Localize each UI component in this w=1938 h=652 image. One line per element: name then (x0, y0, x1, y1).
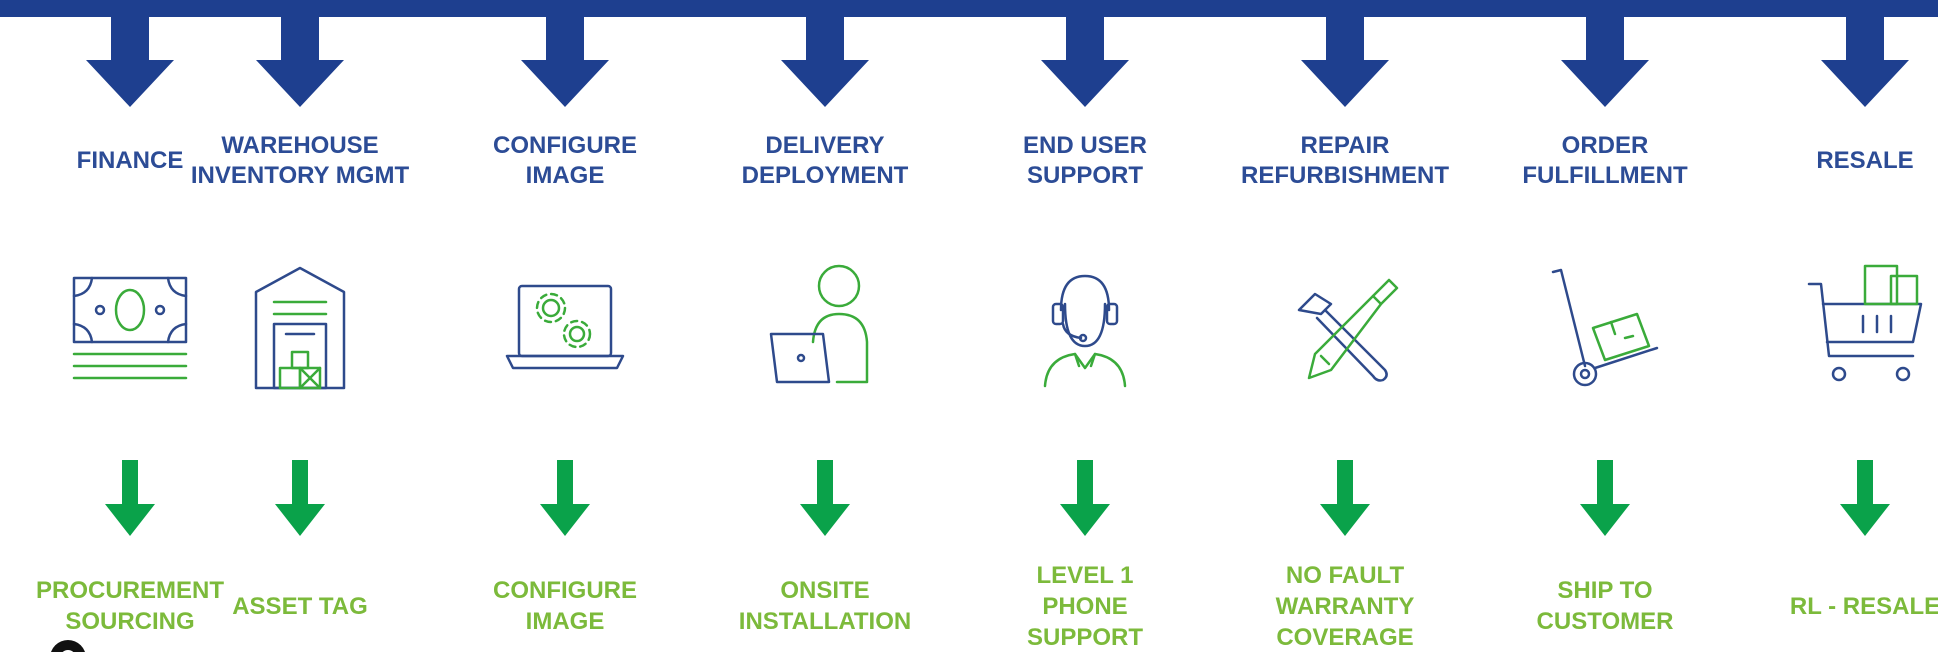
stage-end-user-support: END USER SUPPORT LEVEL 1 PHONE SUPPORT (955, 0, 1215, 652)
down-arrow-icon (256, 12, 344, 107)
stage-label: END USER SUPPORT (1022, 132, 1148, 189)
stage-label: RESALE (1816, 147, 1914, 174)
down-arrow-icon (1320, 460, 1370, 536)
service-label: PROCUREMENT SOURCING (35, 577, 224, 635)
stage-label: REPAIR REFURBISHMENT (1241, 132, 1449, 189)
laptop-gears-icon (505, 284, 625, 370)
top-bar (0, 0, 1938, 17)
down-arrow-icon (1301, 12, 1389, 107)
down-arrow-icon (1821, 12, 1909, 107)
service-label: LEVEL 1 PHONE SUPPORT (1026, 561, 1143, 651)
person-laptop-icon (769, 264, 869, 384)
stage-label: CONFIGURE IMAGE (493, 132, 637, 189)
down-arrow-icon (86, 12, 174, 107)
down-arrow-icon (540, 460, 590, 536)
stage-warehouse: WAREHOUSE INVENTORY MGMT ASSET TAG (170, 0, 430, 652)
stage-label: FINANCE (76, 147, 184, 174)
down-arrow-icon (105, 460, 155, 536)
down-arrow-icon (275, 460, 325, 536)
service-label: CONFIGURE IMAGE (493, 577, 637, 635)
stage-finance: FINANCE PROCUREMENT SOURCING (0, 0, 260, 652)
service-label: SHIP TO CUSTOMER (1536, 577, 1674, 635)
service-label: ASSET TAG (232, 592, 368, 620)
down-arrow-icon (521, 12, 609, 107)
warehouse-icon (254, 266, 346, 390)
stage-configure: CONFIGURE IMAGE CONFIGURE IMAGE (435, 0, 695, 652)
down-arrow-icon (1580, 460, 1630, 536)
down-arrow-icon (800, 460, 850, 536)
stage-label: ORDER FULFILLMENT (1522, 132, 1688, 189)
service-label: NO FAULT WARRANTY COVERAGE (1275, 561, 1415, 651)
stage-order-fulfillment: ORDER FULFILLMENT SHIP TO CUSTOMER (1475, 0, 1735, 652)
hand-truck-icon (1551, 268, 1659, 387)
service-label: ONSITE INSTALLATION (738, 577, 912, 635)
stage-label: DELIVERY DEPLOYMENT (741, 132, 909, 189)
down-arrow-icon (1561, 12, 1649, 107)
stage-label: WAREHOUSE INVENTORY MGMT (190, 132, 410, 189)
logo-fragment-icon (51, 640, 85, 652)
stage-resale: RESALE RL - RESALE (1735, 0, 1938, 652)
shopping-cart-icon (1807, 264, 1923, 382)
down-arrow-icon (1041, 12, 1129, 107)
service-label: RL - RESALE (1789, 592, 1938, 620)
headset-agent-icon (1043, 274, 1127, 388)
banknote-icon (72, 276, 188, 380)
tools-icon (1297, 278, 1399, 382)
down-arrow-icon (1840, 460, 1890, 536)
down-arrow-icon (781, 12, 869, 107)
stage-delivery: DELIVERY DEPLOYMENT ONSITE INSTALLATION (695, 0, 955, 652)
down-arrow-icon (1060, 460, 1110, 536)
stage-repair: REPAIR REFURBISHMENT NO FAULT WARRANTY C… (1215, 0, 1475, 652)
